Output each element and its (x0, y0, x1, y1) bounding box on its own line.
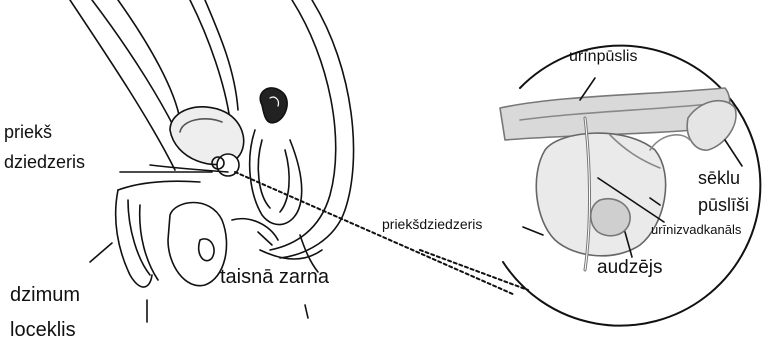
label-urinpuslis: urīnpūslis (569, 49, 637, 65)
label-taisna-zarna: taisnā zarna (220, 267, 329, 287)
label-seklu: sēklu (698, 169, 740, 187)
label-prieks-line2: dziedzeris (4, 153, 85, 171)
label-prieks-line1: priekš (4, 123, 52, 141)
label-priekdziedzeris-zoom: priekšdziedzeris (382, 217, 482, 231)
label-urinizvadkanals: urīnizvadkanāls (651, 223, 741, 236)
label-puslisi: pūslīši (698, 196, 749, 214)
label-audzejs: audzējs (597, 258, 663, 277)
label-loceklis: loceklis (10, 320, 76, 340)
label-dzimum: dzimum (10, 285, 80, 305)
